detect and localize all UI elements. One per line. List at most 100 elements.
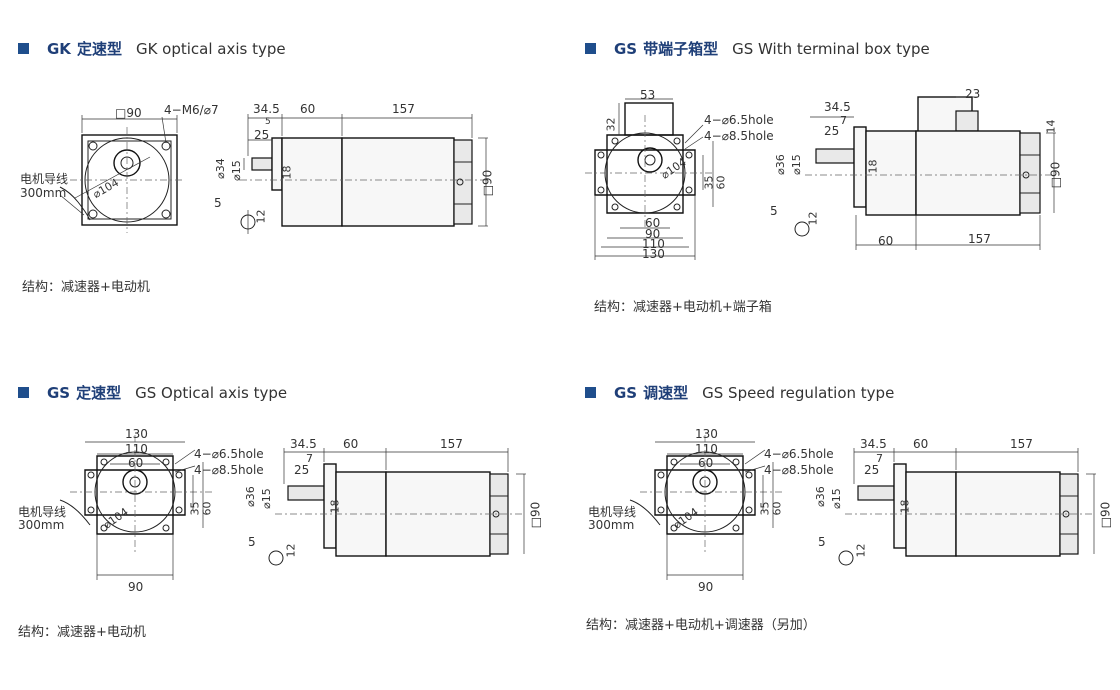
gs-box-h12: 12 [806,211,820,226]
gs-opt-h65: 4−⌀6.5hole [194,447,264,461]
gs-opt-en-title: GS Optical axis type [135,383,288,402]
gs-spd-s157: 157 [1010,437,1033,451]
gk-h12-label: 12 [254,209,268,224]
gs-spd-en-title: GS Speed regulation type [702,383,895,402]
gs-opt-title: GS 定速型 GS Optical axis type [18,382,287,403]
gs-spd-l345: 34.5 [860,437,887,451]
gs-box-side-view [794,96,1056,250]
gs-box-l53: 53 [640,88,656,102]
gs-spd-l130: 130 [695,427,718,441]
gs-opt-h12: 12 [284,543,298,558]
gs-spd-l110: 110 [695,442,718,456]
gk-holes-label: 4−M6/⌀7 [164,103,219,117]
gs-spd-h12: 12 [854,543,868,558]
gk-lead-label: 电机导线 [20,172,69,186]
gs-opt-l25: 25 [294,463,310,477]
gs-box-l60v: 60 [714,175,728,190]
gs-opt-b90: 90 [128,580,144,594]
gs-box-l25: 25 [824,124,840,138]
gk-d15-label: ⌀15 [229,160,243,181]
gk-code: GK [47,39,71,58]
gs-opt-l18: 18 [328,499,342,514]
gk-l5-label: 5 [265,117,271,127]
gs-spd-d36: ⌀36 [813,486,827,507]
gk-l18-label: 18 [280,165,294,180]
gs-spd-h85: 4−⌀8.5hole [764,463,834,477]
bullet-square-icon [18,387,29,398]
gs-box-caption: 结构：减速器+电动机+端子箱 [594,300,772,315]
gs-spd-cn-title: 调速型 [643,384,689,402]
gs-spd-d15: ⌀15 [829,488,843,509]
gs-opt-l110: 110 [125,442,148,456]
gs-box-l7: 7 [840,114,847,127]
bullet-square-icon [18,43,29,54]
gs-spd-side90: □90 [1098,501,1113,529]
gs-spd-l25: 25 [864,463,880,477]
gs-spd-lead-len: 300mm [588,518,635,532]
gs-spd-caption: 结构：减速器+电动机+调速器（另加） [586,618,816,633]
gs-opt-code: GS [47,383,71,402]
gs-spd-s60: 60 [913,437,929,451]
gs-box-l90: 90 [645,227,661,241]
gs-box-l32: 32 [604,117,618,132]
gs-opt-l60: 60 [128,456,144,470]
gs-opt-cn-title: 定速型 [76,384,122,402]
gs-box-b60: 60 [878,234,894,248]
gs-opt-side-view [268,448,526,566]
gs-opt-lead-len: 300mm [18,518,65,532]
gk-en-title: GK optical axis type [135,39,286,58]
gk-d34-label: ⌀34 [213,158,227,179]
gs-box-d15: ⌀15 [789,154,803,175]
gs-box-en-title: GS With terminal box type [732,39,930,58]
gk-front-view [59,115,185,233]
gs-spd-lead: 电机导线 [588,505,637,519]
gs-box-l110: 110 [642,237,665,251]
gs-box-l130: 130 [642,247,665,261]
gs-spd-h65: 4−⌀6.5hole [764,447,834,461]
gs-opt-side90: □90 [528,501,543,529]
gk-caption: 结构：减速器+电动机 [22,280,150,295]
gk-l157-label: 157 [392,102,415,116]
gk-sq90-label: □90 [115,106,142,120]
gs-opt-l7: 7 [306,452,313,465]
gs-box-front-view [585,98,715,260]
gs-spd-side-view [838,448,1096,566]
bullet-square-icon [585,43,596,54]
gs-opt-key: 5 [248,535,256,549]
gs-spd-front-view [629,435,785,580]
gs-spd-b90: 90 [698,580,714,594]
gs-opt-d36: ⌀36 [243,486,257,507]
gs-spd-title: GS 调速型 GS Speed regulation type [585,382,894,403]
gs-box-code: GS [614,39,638,58]
gs-box-b157: 157 [968,232,991,246]
gs-opt-s157: 157 [440,437,463,451]
gk-side-view [240,114,490,234]
gs-box-cn-title: 带端子箱型 [643,40,719,58]
gs-opt-l345: 34.5 [290,437,317,451]
gs-opt-lead: 电机导线 [18,505,67,519]
gs-box-d36: ⌀36 [773,154,787,175]
gs-box-side90: □90 [1048,161,1063,189]
gs-box-title: GS 带端子箱型 GS With terminal box type [585,38,930,59]
gs-box-l18: 18 [866,159,880,174]
gs-spd-key: 5 [818,535,826,549]
gs-opt-caption: 结构：减速器+电动机 [18,625,146,640]
gs-opt-front-view [59,435,215,580]
gs-box-l345: 34.5 [824,100,851,114]
gs-opt-h85: 4−⌀8.5hole [194,463,264,477]
gs-opt-l130: 130 [125,427,148,441]
gk-cn-title: 定速型 [76,40,122,58]
gk-title: GK 定速型 GK optical axis type [18,38,286,59]
gk-l25-label: 25 [254,128,270,142]
gs-box-l23: 23 [965,87,981,101]
gs-opt-d15: ⌀15 [259,488,273,509]
gs-spd-l60v: 60 [770,501,784,516]
gk-side90-label: □90 [480,169,495,197]
gs-opt-l60v: 60 [200,501,214,516]
bullet-square-icon [585,387,596,398]
gs-box-key: 5 [770,204,778,218]
gs-spd-l18: 18 [898,499,912,514]
gs-box-h85: 4−⌀8.5hole [704,129,774,143]
gs-opt-s60: 60 [343,437,359,451]
gs-spd-l60: 60 [698,456,714,470]
